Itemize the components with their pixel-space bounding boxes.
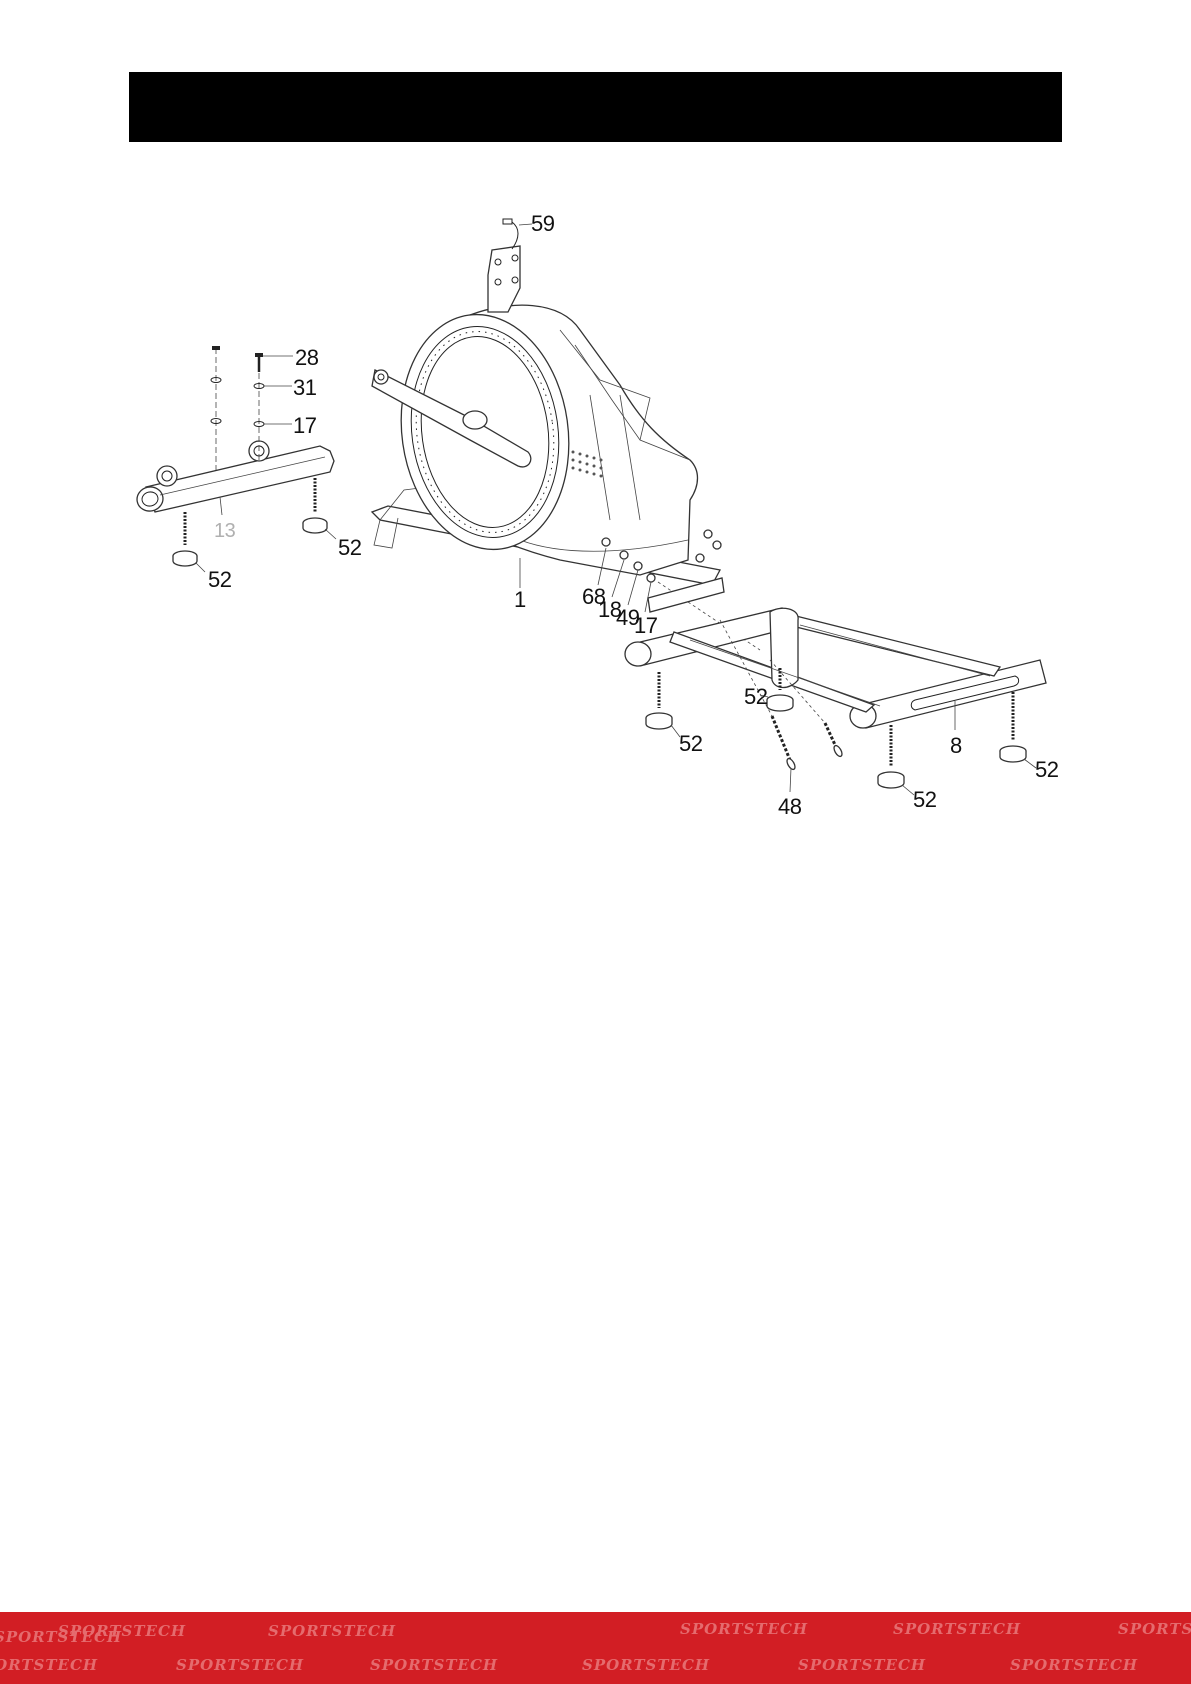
rear-stabilizer-frame xyxy=(625,578,1046,795)
brand-watermark: SPORTSTECH xyxy=(798,1656,926,1674)
brand-watermark: SPORTSTECH xyxy=(268,1622,396,1640)
brand-watermark: SPORTSTECH xyxy=(58,1622,186,1640)
part-label-52: 52 xyxy=(913,787,937,812)
leveling-foot xyxy=(1000,692,1036,768)
brand-watermark: SPORTSTECH xyxy=(893,1620,1021,1638)
part-label-52: 52 xyxy=(338,535,362,560)
leveling-foot xyxy=(646,672,680,737)
leveling-foot xyxy=(173,512,197,566)
part-label-17: 17 xyxy=(293,413,317,438)
brand-watermark: SPORTSTECH xyxy=(370,1656,498,1674)
leveling-foot xyxy=(878,725,914,795)
leveling-foot xyxy=(303,478,327,533)
part-label-59: 59 xyxy=(531,211,555,236)
brand-watermark: SPORTSTECH xyxy=(582,1656,710,1674)
part-label-31: 31 xyxy=(293,375,317,400)
part-label-1: 1 xyxy=(514,587,526,612)
part-label-13: 13 xyxy=(214,520,236,542)
part-label-52: 52 xyxy=(679,731,703,756)
part-label-52: 52 xyxy=(744,684,768,709)
brand-watermark: SPORTSTECH xyxy=(680,1620,808,1638)
brand-watermark: SPORTSTECH xyxy=(176,1656,304,1674)
footer-brand-band: SPORTSTECH SPORTSTECH SPORTSTECH SPORTST… xyxy=(0,1612,1191,1684)
brand-watermark: SPORTSTECH xyxy=(0,1656,98,1674)
brand-watermark: SPORTSTECH xyxy=(1010,1656,1138,1674)
part-label-52: 52 xyxy=(1035,757,1059,782)
part-label-28: 28 xyxy=(295,345,319,370)
part-label-17: 17 xyxy=(634,613,658,638)
part-label-48: 48 xyxy=(778,794,802,819)
part-label-52: 52 xyxy=(208,567,232,592)
part-label-8: 8 xyxy=(950,733,962,758)
exploded-assembly-diagram: 59 28 31 17 13 52 52 1 68 18 49 17 52 52… xyxy=(0,0,1191,900)
brand-watermark: SPORTSTECH xyxy=(1118,1620,1191,1638)
